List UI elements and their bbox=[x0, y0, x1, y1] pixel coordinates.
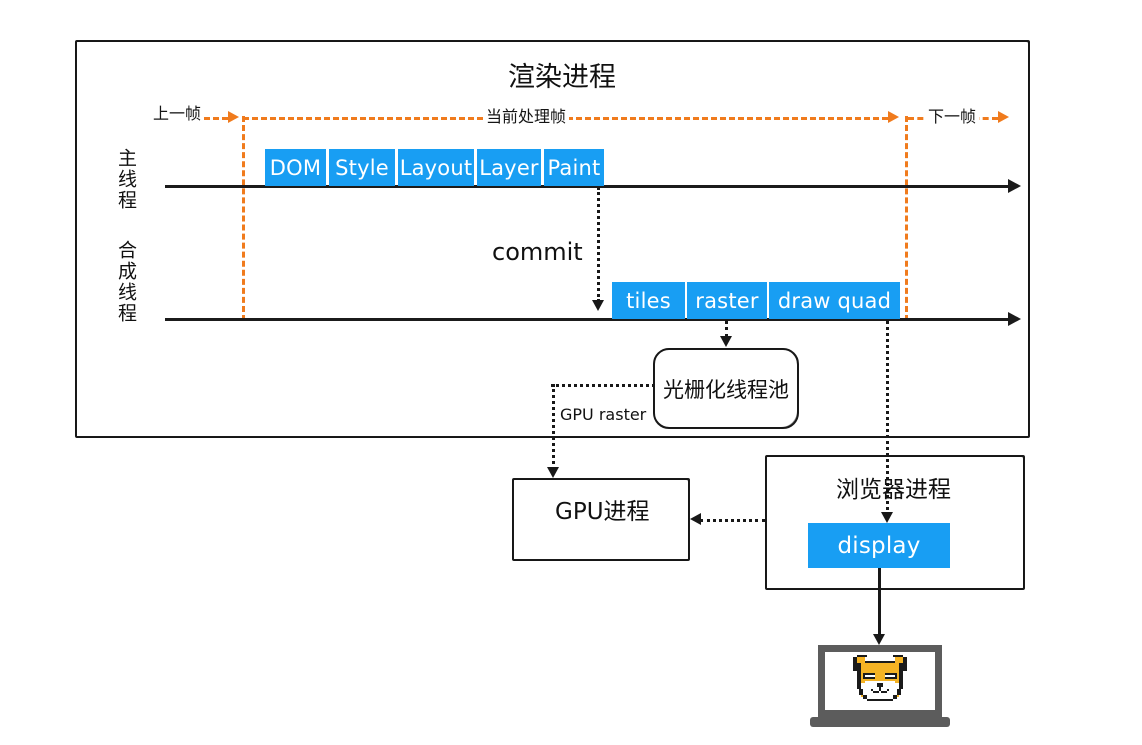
commit-connector-line bbox=[597, 187, 600, 302]
browser-process-box bbox=[765, 455, 1025, 590]
compositor-thread-axis-arrowhead bbox=[1008, 312, 1021, 326]
browser-to-gpu-arrowhead bbox=[690, 513, 701, 525]
shiba-pixel-art-icon bbox=[853, 655, 907, 701]
main-step-layout[interactable]: Layout bbox=[398, 149, 474, 186]
gpu-raster-line-horizontal bbox=[551, 384, 655, 387]
gpu-raster-label: GPU raster bbox=[560, 405, 647, 424]
browser-to-gpu-line bbox=[700, 519, 765, 522]
gpu-process-box bbox=[512, 478, 690, 561]
lane-label-compositor-thread: 合成线程 bbox=[115, 240, 137, 324]
previous-frame-arrowhead bbox=[228, 111, 239, 123]
laptop-base bbox=[810, 717, 950, 727]
main-step-paint[interactable]: Paint bbox=[544, 149, 604, 186]
display-block[interactable]: display bbox=[808, 523, 950, 568]
display-to-device-line bbox=[878, 568, 881, 640]
next-frame-label: 下一帧 bbox=[925, 103, 980, 127]
current-frame-arrowhead bbox=[888, 111, 899, 123]
gpu-raster-arrowhead bbox=[547, 467, 559, 478]
compositor-step-raster[interactable]: raster bbox=[687, 282, 767, 319]
raster-thread-pool: 光栅化线程池 bbox=[653, 348, 799, 429]
frame-boundary-left bbox=[242, 116, 245, 321]
gpu-raster-line-vertical bbox=[552, 384, 555, 470]
raster-to-pool-line bbox=[725, 320, 728, 338]
commit-label: commit bbox=[492, 238, 583, 266]
frame-boundary-right bbox=[905, 116, 908, 321]
main-thread-axis-arrowhead bbox=[1008, 179, 1021, 193]
draw-quad-to-browser-arrowhead bbox=[881, 512, 893, 523]
next-frame-arrowhead bbox=[998, 111, 1009, 123]
renderer-process-title: 渲染进程 bbox=[508, 62, 616, 93]
gpu-process-label: GPU进程 bbox=[555, 499, 650, 525]
commit-connector-arrowhead bbox=[592, 300, 604, 311]
main-step-dom[interactable]: DOM bbox=[265, 149, 326, 186]
device-laptop bbox=[810, 645, 950, 730]
display-to-device-arrowhead bbox=[873, 634, 885, 645]
previous-frame-label: 上一帧 bbox=[150, 100, 205, 124]
main-step-style[interactable]: Style bbox=[329, 149, 395, 186]
compositor-step-tiles[interactable]: tiles bbox=[612, 282, 685, 319]
laptop-screen bbox=[818, 645, 942, 717]
main-thread-axis bbox=[165, 185, 1010, 188]
current-frame-label: 当前处理帧 bbox=[483, 103, 570, 127]
raster-to-pool-arrowhead bbox=[720, 336, 732, 347]
main-step-layer[interactable]: Layer bbox=[477, 149, 541, 186]
draw-quad-to-browser-line bbox=[886, 320, 889, 518]
browser-process-label: 浏览器进程 bbox=[836, 477, 951, 503]
compositor-thread-axis bbox=[165, 318, 1010, 321]
lane-label-main-thread: 主线程 bbox=[115, 148, 137, 211]
compositor-step-draw-quad[interactable]: draw quad bbox=[769, 282, 900, 319]
